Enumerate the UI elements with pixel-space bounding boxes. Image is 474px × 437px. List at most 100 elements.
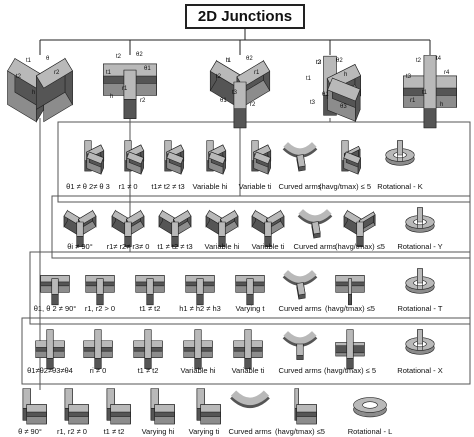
junction-icon-x-7 (405, 329, 435, 355)
label-l-5: Curved arms (228, 427, 272, 436)
junction-icon-k-7 (385, 140, 415, 166)
label-y-1: r1≠ r2≠ r3≠ 0 (106, 242, 150, 251)
junction-icon-l-1 (64, 388, 89, 425)
top-annotation: θ (46, 56, 50, 62)
junction-icon-t-5 (282, 270, 318, 300)
top-annotation: h (226, 58, 230, 64)
junction-icon-x-top (403, 55, 457, 129)
junction-icon-y-4 (251, 209, 285, 247)
junction-icon-k-0 (84, 140, 105, 175)
label-k-5: Curved arms (278, 182, 322, 191)
top-annotation: r1 (254, 70, 260, 76)
label-y-7: Rotational - Y (397, 242, 443, 251)
junction-icon-t-4 (235, 275, 265, 306)
junction-icon-t-1 (85, 275, 115, 306)
top-annotation: h (440, 102, 444, 108)
label-y-5: Curved arms (293, 242, 337, 251)
junction-icon-l-2 (106, 388, 131, 425)
junction-icon-k-4 (251, 140, 272, 175)
junction-icon-l-3 (150, 388, 175, 425)
top-annotation: h (32, 90, 36, 96)
top-annotation: θ2 (336, 58, 343, 64)
junction-icon-l-6 (294, 388, 317, 425)
label-t-2: t1 ≠ t2 (139, 304, 161, 313)
label-y-6: (havg/tmax) ≤5 (335, 242, 385, 251)
top-junction-l (7, 57, 73, 123)
junction-icon-t-7 (405, 268, 435, 294)
label-x-1: ri ≠ 0 (89, 366, 107, 375)
label-k-2: t1≠ t2 ≠ t3 (151, 182, 185, 191)
label-l-6: (havg/tmax) ≤5 (275, 427, 325, 436)
junction-icon-x-6 (335, 329, 365, 370)
junction-icon-k-3 (206, 140, 227, 175)
label-k-1: r1 ≠ 0 (118, 182, 138, 191)
top-annotation: t4 (436, 56, 442, 62)
top-annotation: r3 (316, 60, 322, 66)
label-t-6: (havg/tmax) ≤5 (325, 304, 375, 313)
top-annotation: r1 (410, 98, 416, 104)
label-y-4: Variable ti (251, 242, 285, 251)
junction-icon-t-2 (135, 275, 165, 306)
label-x-5: Curved arms (278, 366, 322, 375)
top-annotation: θ1 (144, 66, 151, 72)
label-k-4: Variable ti (238, 182, 272, 191)
junction-icon-y-7 (405, 207, 435, 233)
label-k-7: Rotational - K (377, 182, 423, 191)
junction-icon-k-6 (341, 140, 361, 175)
junction-icon-l-5 (230, 390, 270, 409)
junction-icon-y-1 (111, 209, 145, 247)
junction-icon-k-5 (282, 142, 318, 172)
top-annotation: t1 (26, 58, 32, 64)
top-annotation: t3 (310, 100, 316, 106)
top-annotation: r2 (140, 98, 146, 104)
junction-icon-y-top (209, 59, 271, 129)
top-annotation: θ2 (136, 52, 143, 58)
junction-icon-t-3 (185, 275, 215, 306)
top-annotation: t2 (16, 74, 22, 80)
top-annotation: θ2 (246, 56, 253, 62)
label-l-2: t1 ≠ t2 (103, 427, 125, 436)
junction-icon-y-5 (297, 209, 333, 239)
label-l-3: Varying hi (141, 427, 175, 436)
top-annotation: h (344, 72, 348, 78)
label-y-2: t1 ≠ t2 ≠ t3 (157, 242, 193, 251)
label-l-4: Varying ti (188, 427, 220, 436)
top-annotation: t2 (316, 60, 322, 66)
junction-icon-y-3 (205, 209, 239, 247)
label-x-0: θ1≠θ2≠θ3≠θ4 (27, 366, 73, 375)
junction-icon-l-0 (22, 388, 47, 425)
top-annotation: r4 (444, 70, 450, 76)
label-t-3: h1 ≠ h2 ≠ h3 (179, 304, 221, 313)
junction-icon-x-5 (282, 331, 318, 360)
top-annotation: t3 (232, 90, 238, 96)
junction-icon-y-6 (343, 209, 376, 247)
label-k-0: θ1 ≠ θ 2≠ θ 3 (66, 182, 110, 191)
junction-icon-x-0 (35, 329, 65, 370)
top-annotation: t1 (226, 58, 232, 64)
junction-icon-x-2 (133, 329, 163, 370)
label-t-1: r1, r2 > 0 (84, 304, 116, 313)
label-x-7: Rotational - X (397, 366, 443, 375)
label-l-0: θ ≠ 90° (18, 427, 42, 436)
label-y-3: Variable hi (204, 242, 240, 251)
top-annotation: t2 (416, 58, 422, 64)
junction-icon-x-4 (233, 329, 263, 370)
junction-icon-t-0 (40, 275, 70, 306)
label-k-6: (havg/tmax) ≤ 5 (318, 182, 372, 191)
top-annotation: θ1 (322, 92, 329, 98)
label-t-7: Rotational - T (397, 304, 443, 313)
junction-icon-t-top (103, 63, 157, 119)
label-x-6: (havg/tmax) ≤ 5 (323, 366, 377, 375)
top-annotation: t3 (406, 74, 412, 80)
top-annotation: h (110, 94, 114, 100)
label-x-2: t1 ≠ t2 (137, 366, 159, 375)
top-annotation: θ3 (340, 104, 347, 110)
top-annotation: t2 (116, 54, 122, 60)
top-annotation: r2 (250, 102, 256, 108)
top-annotation: t1 (306, 76, 312, 82)
label-y-0: θi ≠ 90° (67, 242, 93, 251)
top-annotation: t1 (422, 90, 428, 96)
